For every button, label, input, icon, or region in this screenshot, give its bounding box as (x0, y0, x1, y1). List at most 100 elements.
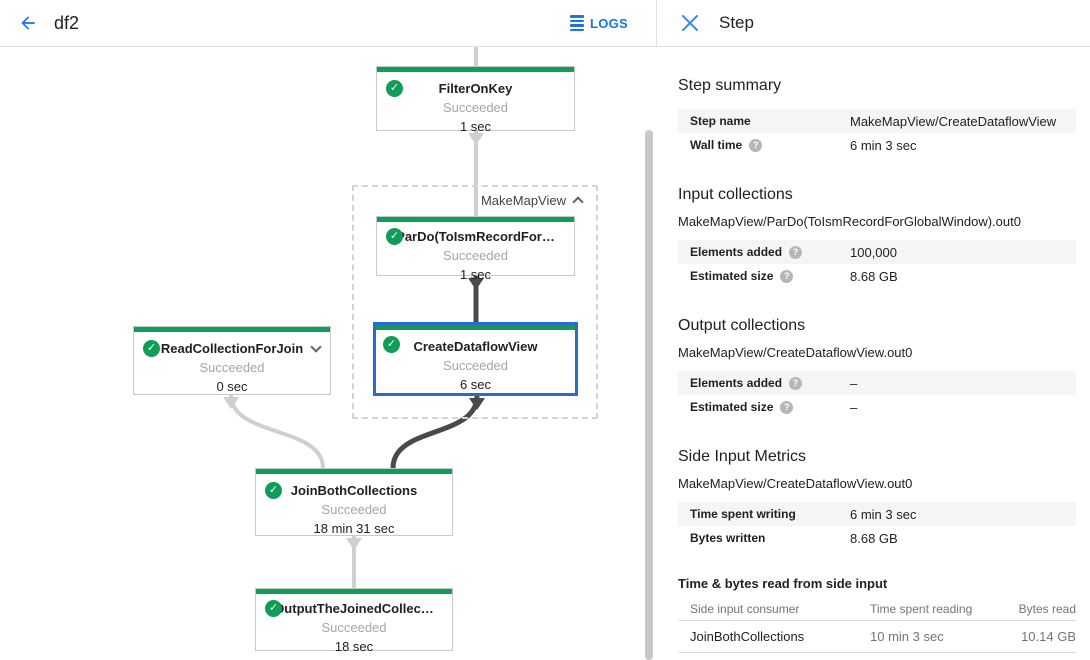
logs-button[interactable]: LOGS (569, 15, 628, 31)
help-icon[interactable]: ? (789, 245, 803, 259)
node-title: OutputTheJoinedCollec… (274, 601, 434, 616)
help-icon[interactable]: ? (749, 138, 763, 152)
group-label-text: MakeMapView (480, 193, 566, 208)
help-icon[interactable]: ? (789, 376, 803, 390)
job-graph-canvas[interactable]: MakeMapView ✓ FilterOnKey Succeeded 1 se… (0, 47, 656, 660)
node-status-bar (377, 217, 574, 222)
kv-value-text: 100,000 (850, 244, 897, 260)
step-panel-header: Step (656, 0, 1090, 47)
node-createdataflowview[interactable]: ✓ CreateDataflowView Succeeded 6 sec (373, 322, 578, 396)
node-time: 1 sec (459, 119, 492, 134)
node-status-bar (376, 325, 575, 330)
kv-row-step-name: Step name MakeMapView/CreateDataflowView (678, 109, 1076, 133)
help-icon[interactable]: ? (780, 269, 794, 283)
node-outputthejoinedcollection[interactable]: ✓ OutputTheJoinedCollec… Succeeded 18 se… (255, 588, 453, 654)
kv-label-text: Bytes written (690, 531, 766, 545)
side-input-table-heading: Time & bytes read from side input (678, 576, 888, 591)
input-collection-name: MakeMapView/ParDo(ToIsmRecordForGlobalWi… (678, 214, 1021, 229)
close-icon[interactable] (675, 8, 705, 38)
kv-row-elements-added: Elements added? 100,000 (678, 240, 1076, 264)
kv-value-text: – (850, 375, 858, 391)
node-time: 6 sec (459, 377, 492, 392)
top-header: df2 LOGS Step (0, 0, 1090, 47)
kv-value-text: – (850, 399, 858, 415)
node-status-bar (134, 327, 330, 332)
kv-label-text: Estimated size (690, 400, 774, 414)
node-title: ParDo(ToIsmRecordFor… (396, 229, 555, 244)
kv-value-text: 6 min 3 sec (850, 137, 917, 153)
vertical-scrollbar[interactable] (645, 130, 653, 660)
success-check-icon: ✓ (383, 336, 400, 353)
kv-value-text: MakeMapView/CreateDataflowView (850, 113, 1057, 129)
success-check-icon: ✓ (265, 600, 282, 617)
job-title: df2 (54, 12, 80, 33)
node-time: 18 min 31 sec (313, 521, 395, 536)
section-heading-step-summary: Step summary (678, 77, 782, 94)
kv-row-elements-added: Elements added? – (678, 371, 1076, 395)
col-bytes-read: Bytes read (1018, 601, 1076, 616)
node-readcollectionforjoin[interactable]: ✓ ReadCollectionForJoin Succeeded 0 sec (133, 326, 331, 395)
graph-header: df2 LOGS (0, 0, 656, 47)
kv-label-text: Step name (690, 114, 751, 128)
node-pardo-toismrecord[interactable]: ✓ ParDo(ToIsmRecordFor… Succeeded 1 sec (376, 216, 575, 282)
group-makemapview-label[interactable]: MakeMapView (480, 193, 584, 208)
kv-label-text: Time spent writing (690, 507, 796, 521)
graph-edges (223, 47, 485, 588)
node-status: Succeeded (321, 502, 387, 517)
logs-button-label: LOGS (589, 15, 628, 31)
kv-label-text: Estimated size (690, 269, 774, 283)
node-status: Succeeded (442, 358, 509, 373)
table-row: JoinBothCollections 10 min 3 sec 10.14 G… (678, 621, 1076, 653)
section-heading-side-input-metrics: Side Input Metrics (678, 448, 807, 465)
group-makemapview: MakeMapView (352, 185, 598, 419)
section-heading-input-collections: Input collections (678, 186, 793, 203)
chevron-down-icon (310, 341, 322, 353)
kv-row-time-spent-writing: Time spent writing 6 min 3 sec (678, 502, 1076, 526)
kv-row-estimated-size: Estimated size? – (678, 395, 1076, 419)
kv-row-estimated-size: Estimated size? 8.68 GB (678, 264, 1076, 288)
output-collection-name: MakeMapView/CreateDataflowView.out0 (678, 345, 913, 360)
kv-label-text: Elements added (690, 376, 783, 390)
kv-label-text: Elements added (690, 245, 783, 259)
node-status: Succeeded (199, 360, 265, 375)
back-arrow-icon[interactable] (12, 7, 44, 39)
kv-label-text: Wall time (690, 138, 743, 152)
node-joinbothcollections[interactable]: ✓ JoinBothCollections Succeeded 18 min 3… (255, 468, 453, 536)
node-title: JoinBothCollections (290, 483, 418, 498)
cell-time-reading: 10 min 3 sec (870, 629, 944, 644)
kv-row-wall-time: Wall time? 6 min 3 sec (678, 133, 1076, 157)
node-status: Succeeded (442, 100, 509, 115)
success-check-icon: ✓ (386, 228, 403, 245)
node-status: Succeeded (442, 248, 509, 263)
cell-consumer: JoinBothCollections (690, 629, 805, 644)
expand-node-button[interactable] (310, 341, 322, 353)
node-time: 1 sec (459, 267, 492, 282)
node-title: FilterOnKey (438, 81, 513, 96)
node-status: Succeeded (321, 620, 387, 635)
success-check-icon: ✓ (143, 340, 160, 357)
node-title: CreateDataflowView (413, 339, 538, 354)
success-check-icon: ✓ (265, 482, 282, 499)
panel-title: Step (719, 13, 754, 32)
node-status-bar (377, 67, 574, 72)
node-time: 18 sec (334, 639, 374, 654)
side-input-collection-name: MakeMapView/CreateDataflowView.out0 (678, 476, 913, 491)
section-heading-output-collections: Output collections (678, 317, 806, 334)
side-input-table: Side input consumer Time spent reading B… (678, 597, 1076, 653)
cell-bytes-read: 10.14 GB (1021, 629, 1076, 644)
kv-value-text: 8.68 GB (850, 530, 898, 546)
table-header-row: Side input consumer Time spent reading B… (678, 597, 1076, 621)
node-title: ReadCollectionForJoin (160, 341, 304, 356)
help-icon[interactable]: ? (780, 400, 794, 414)
node-status-bar (256, 589, 452, 594)
kv-row-bytes-written: Bytes written 8.68 GB (678, 526, 1076, 550)
node-time: 0 sec (216, 379, 248, 394)
step-details-panel: Step summary Step name MakeMapView/Creat… (657, 48, 1090, 660)
list-icon (569, 15, 584, 31)
kv-value-text: 8.68 GB (850, 268, 898, 284)
kv-value-text: 6 min 3 sec (850, 506, 917, 522)
col-side-input-consumer: Side input consumer (690, 601, 800, 616)
node-filteronkey[interactable]: ✓ FilterOnKey Succeeded 1 sec (376, 66, 575, 134)
chevron-up-icon (572, 196, 584, 208)
